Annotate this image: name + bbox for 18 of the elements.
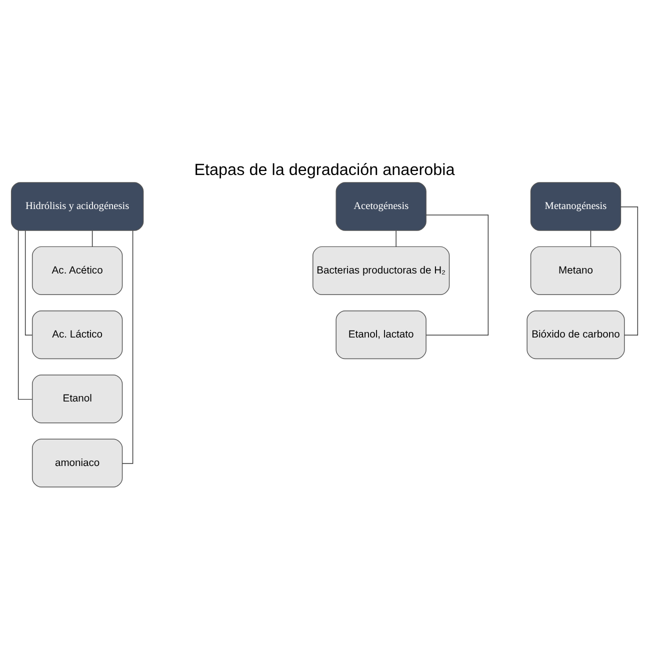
connector bbox=[92, 230, 93, 247]
node-box: Etanol bbox=[32, 374, 123, 424]
connector bbox=[590, 230, 592, 247]
connector bbox=[620, 206, 638, 336]
node-box: Bióxido de carbono bbox=[526, 310, 625, 360]
connector bbox=[18, 230, 33, 400]
node-box: Acetogénesis bbox=[336, 182, 426, 231]
diagram-title: Etapas de la degradación anaerobia bbox=[194, 160, 455, 179]
node-box: Etanol, lactato bbox=[336, 310, 426, 360]
node-box: Hidrólisis y acidogénesis bbox=[10, 182, 144, 231]
node-box: amoniaco bbox=[32, 438, 123, 488]
node-box: Bacterias productoras de H₂ bbox=[312, 246, 450, 295]
connector bbox=[24, 230, 32, 336]
connector bbox=[426, 214, 489, 336]
node-box: Metano bbox=[530, 246, 622, 295]
node-box: Ac. Láctico bbox=[32, 310, 123, 360]
node-box: Metanogénesis bbox=[530, 182, 622, 231]
node-box: Ac. Acético bbox=[32, 246, 123, 295]
